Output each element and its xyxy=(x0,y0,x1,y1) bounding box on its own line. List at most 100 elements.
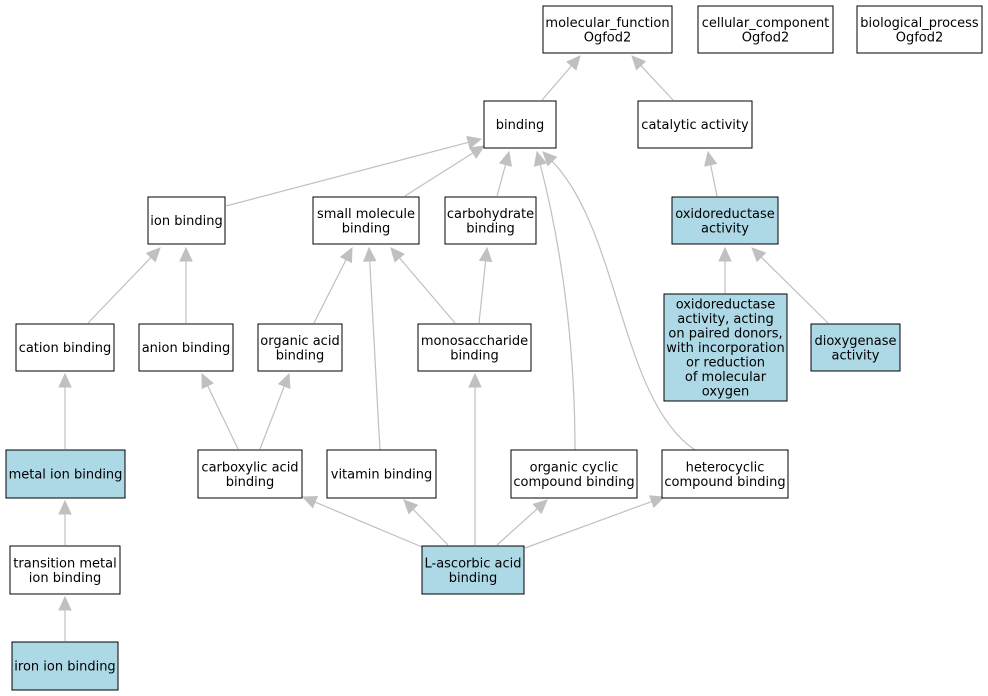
edge-line xyxy=(496,507,539,546)
edge-oab-to-smb xyxy=(313,246,353,324)
edge-line xyxy=(639,64,674,101)
node-label-line: organic cyclic xyxy=(530,460,619,475)
edge-bind-to-mf xyxy=(541,55,581,101)
edge-line xyxy=(760,256,829,324)
node-label-line: L-ascorbic acid xyxy=(424,556,521,571)
edge-mono-to-smb xyxy=(390,247,456,324)
node-label-line: heterocyclic xyxy=(686,460,765,475)
edge-arrowhead xyxy=(403,499,419,515)
node-box xyxy=(444,196,537,245)
edge-line xyxy=(551,160,696,451)
node-label-line: compound binding xyxy=(664,475,785,490)
edge-smb-to-bind xyxy=(404,145,486,197)
node-label-line: binding xyxy=(449,571,497,586)
node-label-line: iron ion binding xyxy=(14,660,115,675)
node-label-line: cation binding xyxy=(19,341,112,356)
node-box xyxy=(257,323,343,372)
go-term-node-cat[interactable]: catalytic activity xyxy=(637,100,753,149)
node-box xyxy=(671,196,779,245)
edge-line xyxy=(478,259,487,324)
edge-line xyxy=(496,163,507,197)
node-box xyxy=(542,5,673,54)
edge-line xyxy=(539,163,576,451)
edge-arrowhead xyxy=(58,372,72,388)
node-label-line: binding xyxy=(496,118,544,133)
node-label-line: Ogfod2 xyxy=(742,30,790,45)
node-label-line: activity xyxy=(701,221,749,236)
node-box xyxy=(856,5,983,54)
edge-arrowhead xyxy=(542,151,558,167)
node-label-line: carboxylic acid xyxy=(201,460,298,475)
edge-arrowhead xyxy=(533,150,547,167)
node-box xyxy=(15,323,115,372)
node-box xyxy=(11,641,119,691)
edge-anion-to-ion xyxy=(179,246,193,323)
edge-line xyxy=(709,163,718,197)
node-label-line: metal ion binding xyxy=(9,468,123,483)
node-label-line: compound binding xyxy=(513,475,634,490)
node-label-line: binding xyxy=(342,221,390,236)
edge-arrowhead xyxy=(751,247,767,263)
node-box xyxy=(510,449,638,499)
edge-line xyxy=(313,501,423,548)
edge-line xyxy=(87,256,153,324)
edge-line xyxy=(225,141,470,207)
node-box xyxy=(483,100,557,149)
go-term-node-metal[interactable]: metal ion binding xyxy=(5,449,126,499)
edge-line xyxy=(369,259,381,451)
node-label-line: binding xyxy=(276,348,324,363)
go-term-node-iron[interactable]: iron ion binding xyxy=(11,641,119,691)
node-label-line: ion binding xyxy=(29,571,101,586)
go-term-node-ion[interactable]: ion binding xyxy=(147,196,226,245)
edge-arrowhead xyxy=(58,499,72,515)
node-box xyxy=(147,196,226,245)
node-label-line: with incorporation xyxy=(666,341,784,356)
node-label-line: Ogfod2 xyxy=(584,30,632,45)
node-box xyxy=(326,449,437,499)
edge-hcc-to-bind xyxy=(542,151,696,451)
node-label-line: oxygen xyxy=(702,385,749,400)
edge-line xyxy=(398,256,456,324)
go-term-node-cation[interactable]: cation binding xyxy=(15,323,115,372)
edge-oxred-to-cat xyxy=(704,150,718,197)
go-term-node-bind[interactable]: binding xyxy=(483,100,557,149)
node-box xyxy=(661,449,789,499)
edge-asc-to-hcc xyxy=(524,495,666,549)
node-label-line: transition metal xyxy=(13,556,116,571)
go-term-node-anion[interactable]: anion binding xyxy=(138,323,234,372)
edge-arrowhead xyxy=(478,246,493,263)
node-label-line: of molecular xyxy=(685,370,767,385)
edge-arrowhead xyxy=(58,595,72,611)
edge-arrowhead xyxy=(468,372,482,388)
node-box xyxy=(9,545,121,595)
node-label-line: cellular_component xyxy=(702,16,830,31)
node-label-line: vitamin binding xyxy=(331,468,432,483)
edge-arrowhead xyxy=(498,150,512,167)
node-label-line: ion binding xyxy=(150,214,222,229)
edge-ion-to-bind xyxy=(225,135,483,207)
node-label-line: small molecule xyxy=(317,207,415,222)
node-box xyxy=(663,293,788,402)
edge-mono-to-carb xyxy=(478,246,493,324)
node-label-line: binding xyxy=(466,221,514,236)
edges-layer xyxy=(58,55,829,641)
edge-line xyxy=(404,151,475,197)
edge-cat-to-mf xyxy=(631,55,674,101)
go-term-node-vit[interactable]: vitamin binding xyxy=(326,449,437,499)
